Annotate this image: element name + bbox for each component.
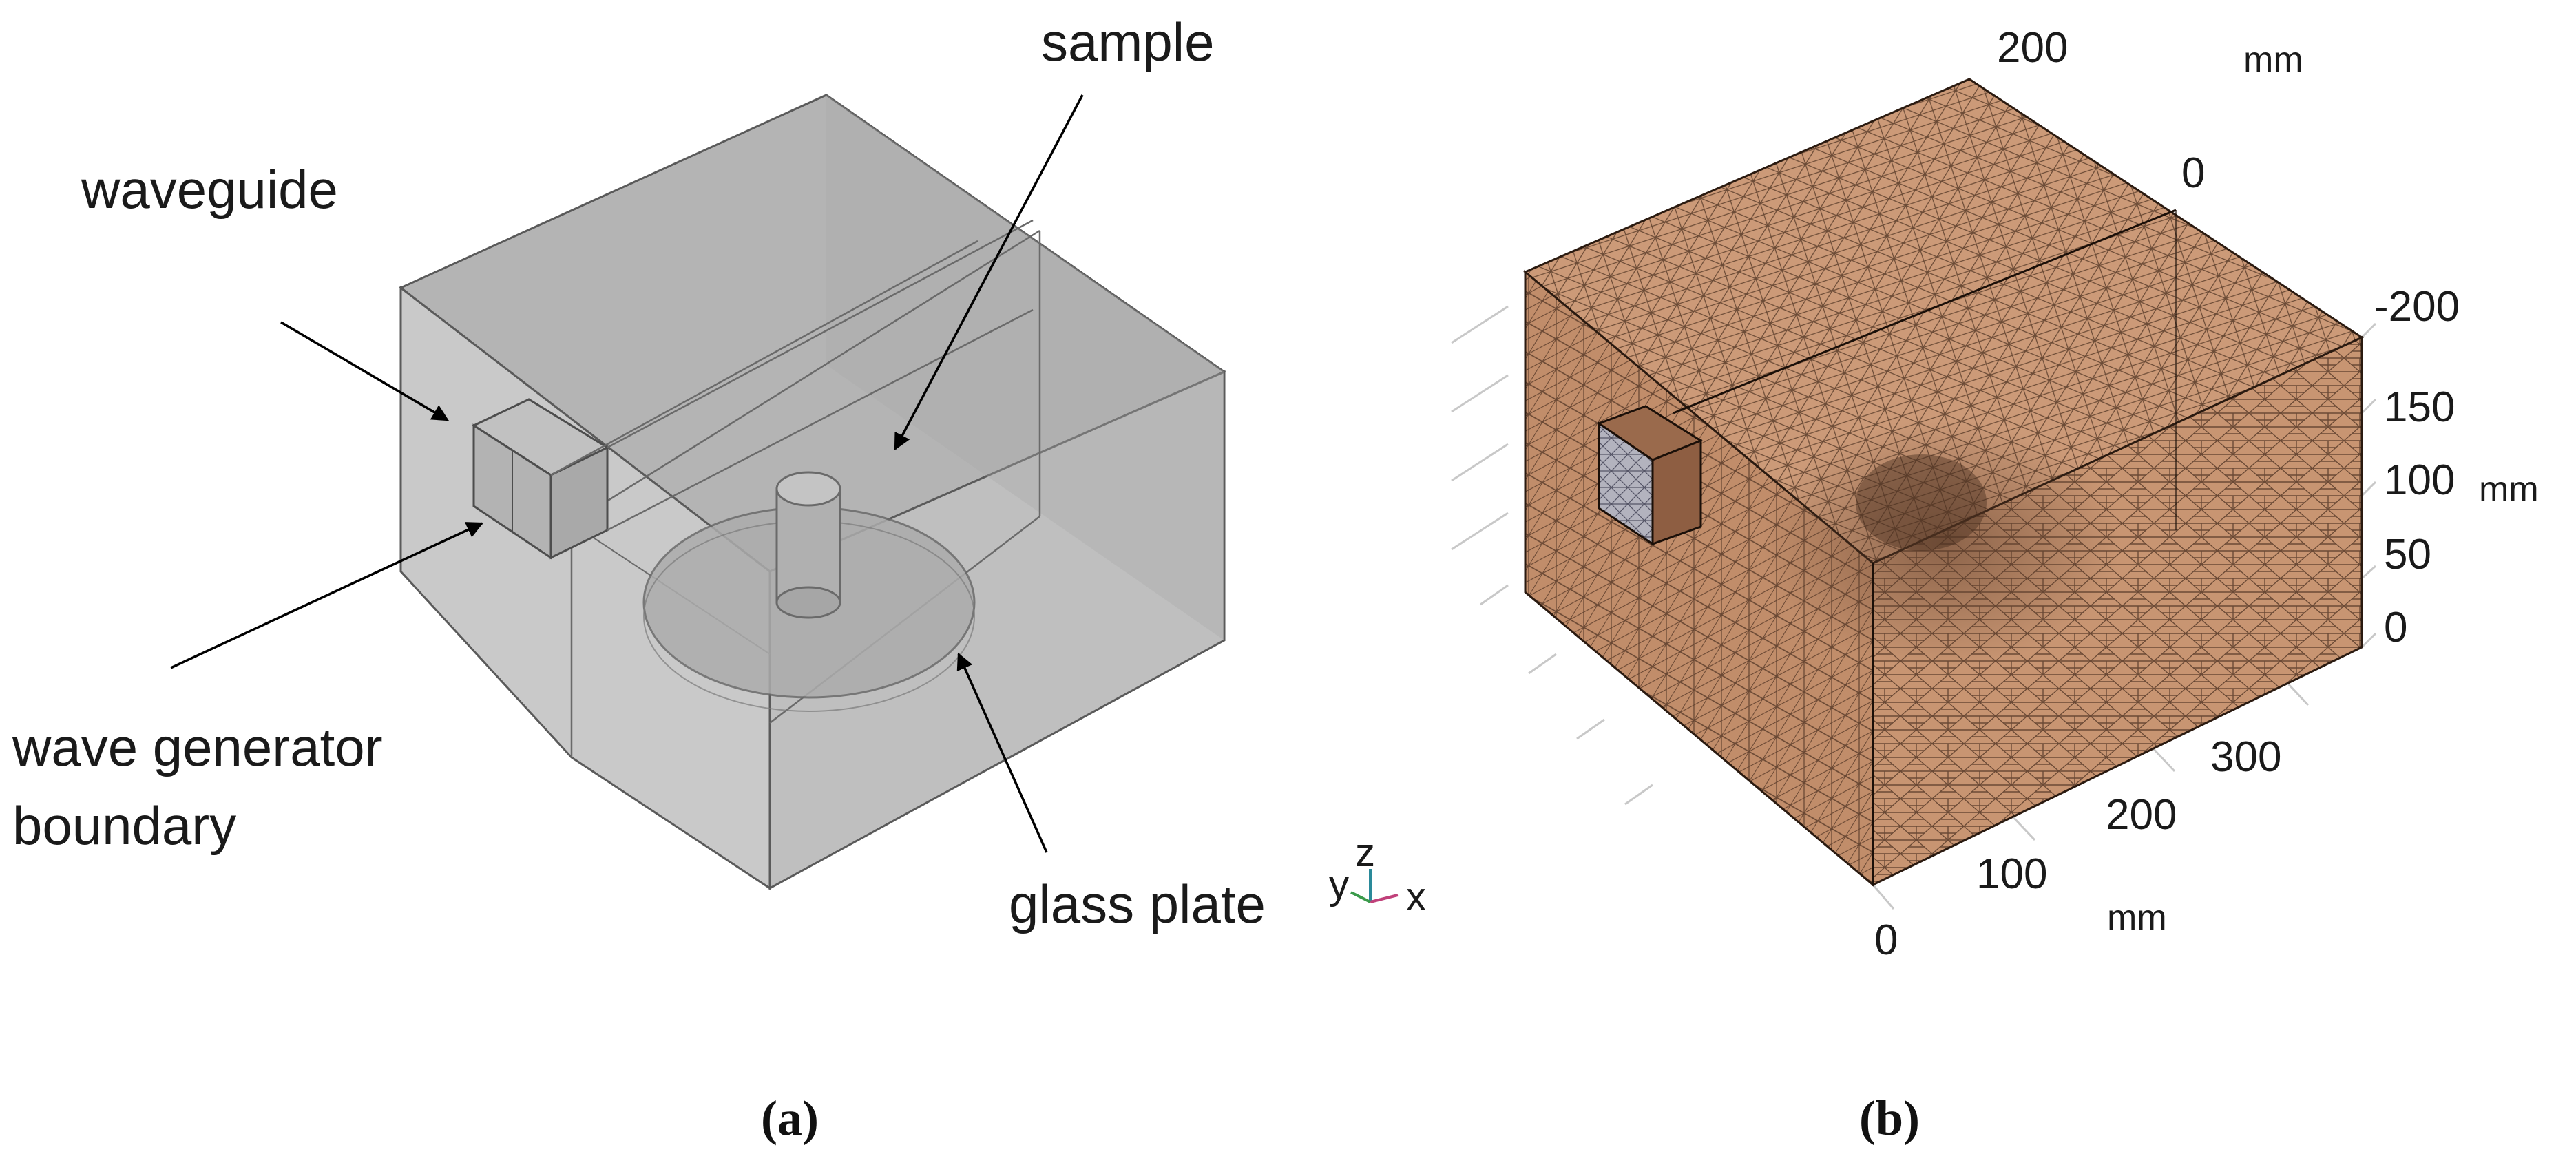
z-tick-100: 100 xyxy=(2384,456,2455,504)
caption-b: (b) xyxy=(1859,1091,1920,1146)
housing-back-wall xyxy=(826,95,1224,640)
wave-generator-label: wave generator xyxy=(12,717,383,777)
y-tick-0: 0 xyxy=(2181,149,2205,197)
callout-arrows xyxy=(170,94,1084,853)
z-tick-150: 150 xyxy=(2384,384,2455,431)
housing-right-face xyxy=(768,370,1226,890)
waveguide-arrow xyxy=(280,321,450,421)
wave-generator-arrow xyxy=(170,522,484,669)
z-tick-50: 50 xyxy=(2384,531,2431,578)
triad-z-label: z xyxy=(1355,830,1375,875)
x-axis-unit: mm xyxy=(2107,898,2167,938)
waveguide-label: waveguide xyxy=(81,159,338,220)
caption-a: (a) xyxy=(761,1091,819,1146)
mesh-port xyxy=(1596,405,1704,546)
z-axis-unit: mm xyxy=(2479,470,2539,510)
triad-y-label: y xyxy=(1329,863,1349,907)
z-tick-0: 0 xyxy=(2384,604,2407,651)
mesh-sample-shadow-core xyxy=(1856,454,1987,551)
y-tick-200: 200 xyxy=(1997,24,2068,72)
triad-x-label: x xyxy=(1406,874,1426,919)
panel-a: waveguide sample wave generator boundary… xyxy=(12,12,1426,1146)
y-tick-neg200: -200 xyxy=(2374,283,2460,330)
glass-plate-label: glass plate xyxy=(1009,874,1266,934)
glass-plate-arrow xyxy=(956,652,1048,853)
panel-b: 200 0 -200 mm 150 100 50 0 mm 300 200 10… xyxy=(1451,24,2539,1146)
waveguide-block xyxy=(471,219,1034,560)
mesh-sample-shadow xyxy=(1763,420,2121,668)
x-tick-100: 100 xyxy=(1976,850,2047,898)
sample-cylinder xyxy=(775,471,841,619)
sample-arrow xyxy=(894,94,1084,451)
x-tick-300: 300 xyxy=(2210,733,2281,781)
x-tick-200: 200 xyxy=(2106,791,2177,839)
y-axis-unit: mm xyxy=(2243,40,2303,80)
sample-label: sample xyxy=(1041,12,1214,72)
axis-triad: y z x xyxy=(1329,830,1426,919)
x-tick-0: 0 xyxy=(1874,916,1898,964)
housing-hidden-edge xyxy=(571,229,1040,525)
boundary-label: boundary xyxy=(12,795,236,856)
mesh-box-edge xyxy=(1673,209,2177,414)
